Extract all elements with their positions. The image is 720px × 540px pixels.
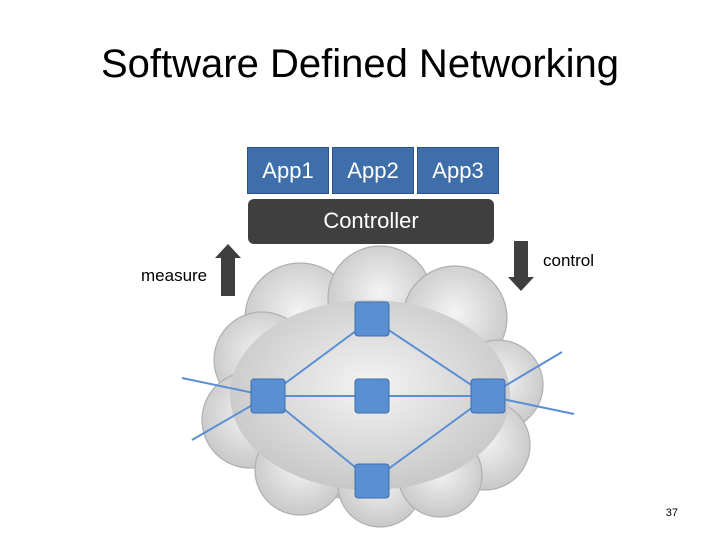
switches (250, 301, 506, 499)
app3-box: App3 (417, 147, 499, 194)
control-arrow-icon (508, 241, 534, 291)
link-bottom-right (371, 395, 489, 482)
switch-left (250, 378, 286, 414)
switch-middle (354, 378, 390, 414)
measure-arrow-icon (215, 244, 241, 296)
switch-bottom (354, 463, 390, 499)
switch-top (354, 301, 390, 337)
switch-right (470, 378, 506, 414)
page-number: 37 (665, 507, 678, 519)
controller-box: Controller (248, 199, 494, 244)
control-label: control (543, 251, 595, 270)
app1-box: App1 (247, 147, 329, 194)
measure-label: measure (141, 266, 208, 285)
link-top-right (371, 318, 489, 397)
slide-title: Software Defined Networking (100, 42, 620, 86)
app2-box: App2 (332, 147, 414, 194)
